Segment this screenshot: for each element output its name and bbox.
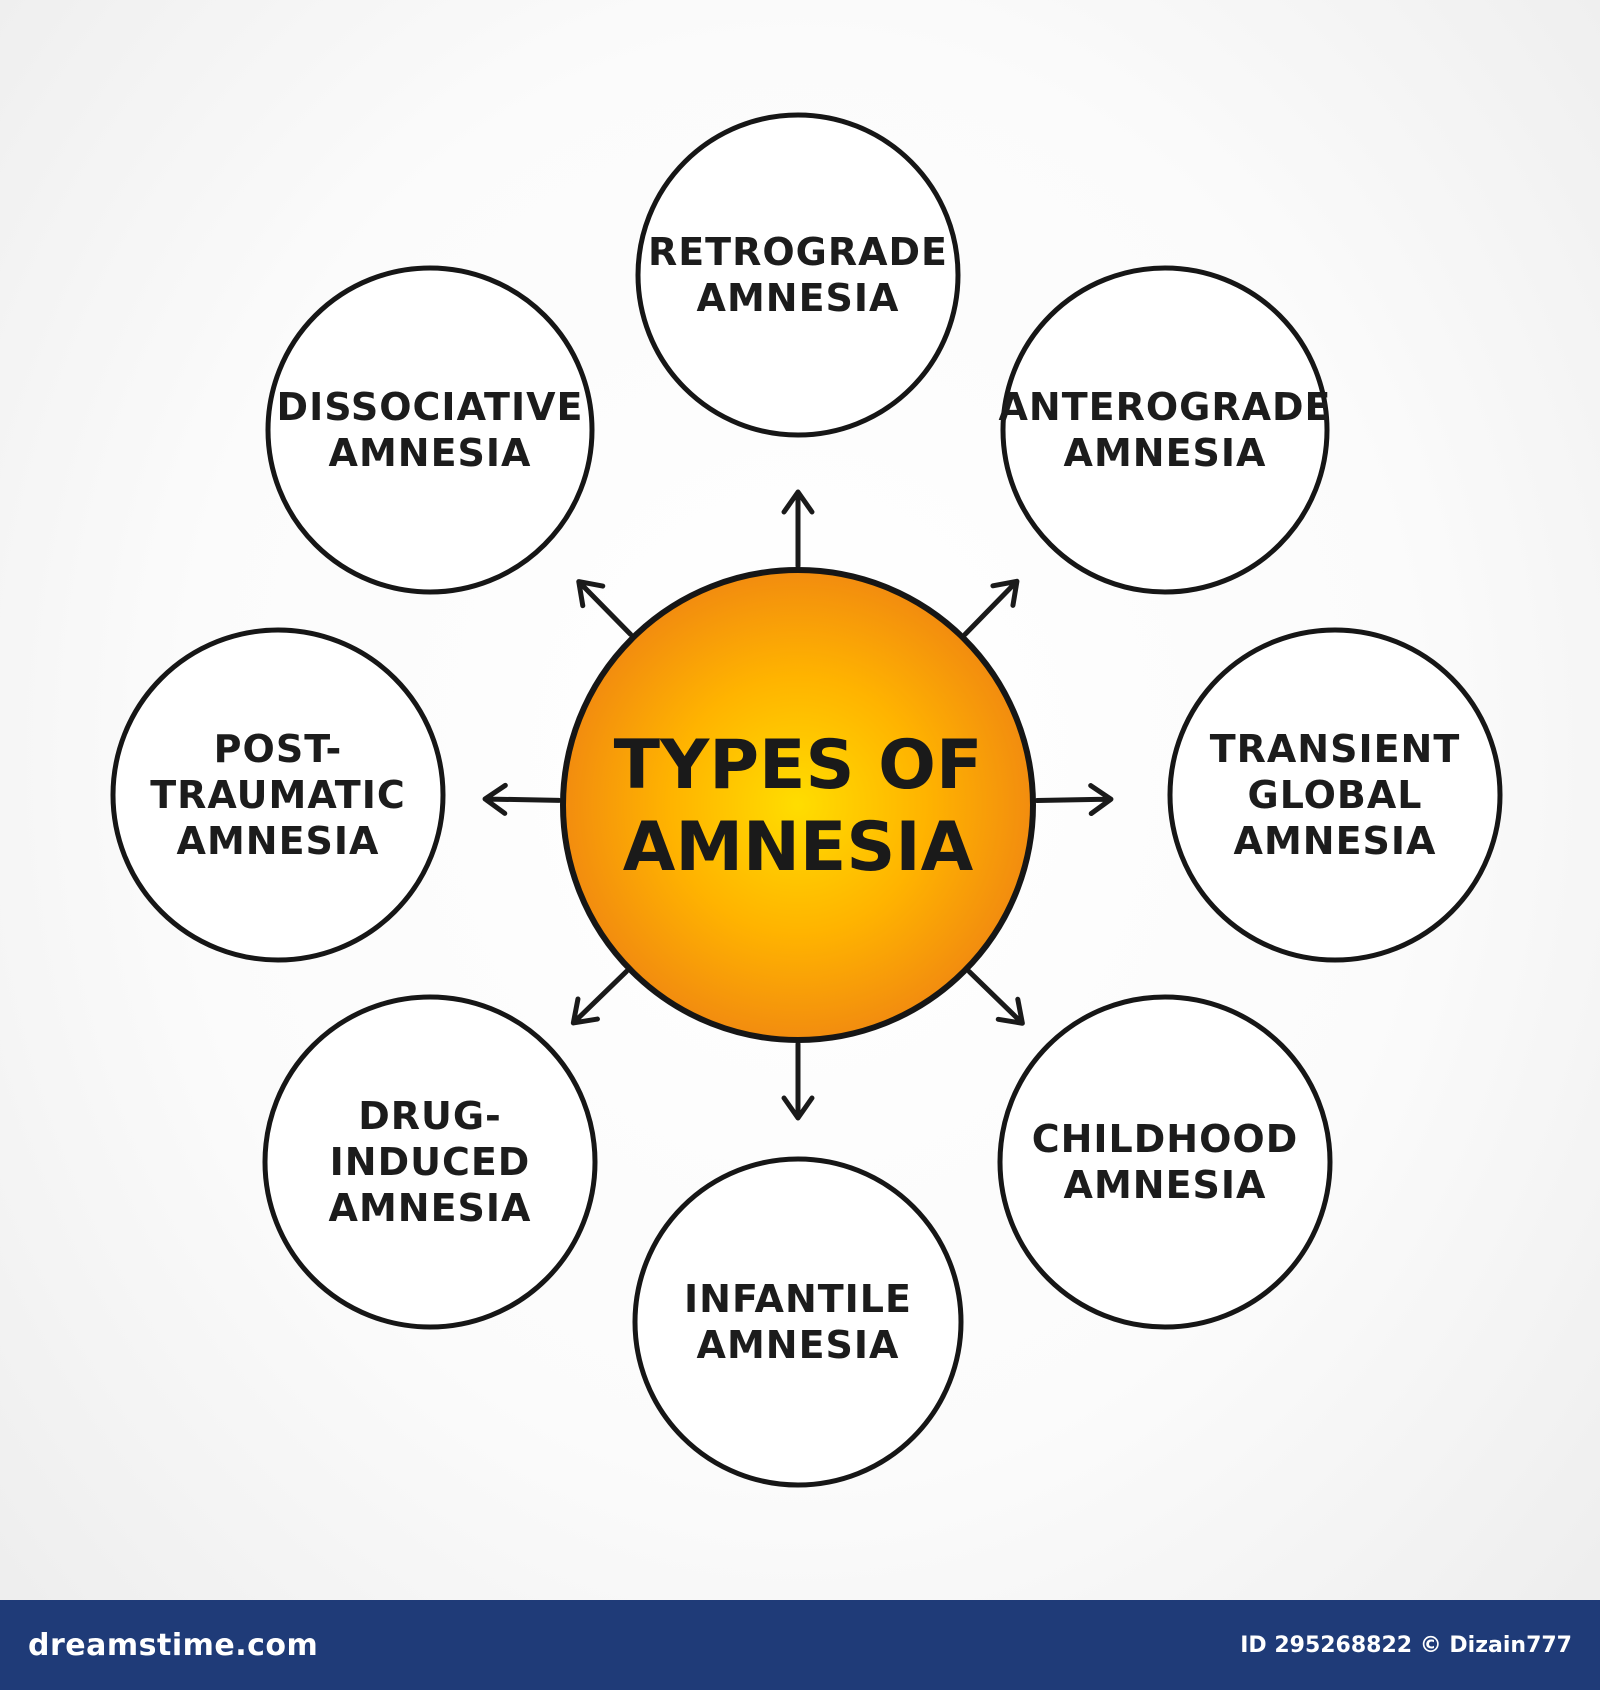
node-infantile-label-line-2: AMNESIA [697, 1323, 900, 1367]
node-drug-induced-circle [262, 994, 598, 1330]
node-anterograde-circle [1000, 265, 1330, 595]
center-node: TYPES OF AMNESIA [560, 567, 1036, 1043]
node-retrograde-label-line-1: RETROGRADE [648, 230, 948, 274]
node-transient-global-label-line-1: TRANSIENT [1210, 727, 1461, 771]
node-childhood-label-line-2: AMNESIA [1064, 1163, 1267, 1207]
center-line-1: TYPES OF [614, 726, 983, 805]
node-post-traumatic-label-line-2: TRAUMATIC [150, 773, 406, 817]
node-anterograde-label-line-1: ANTEROGRADE [998, 385, 1331, 429]
mind-map-diagram: RETROGRADEAMNESIAANTEROGRADEAMNESIATRANS… [110, 112, 1503, 1488]
footer-site-name: dreamstime.com [28, 1627, 319, 1663]
arrows [482, 489, 1114, 1121]
node-dissociative-label-line-2: AMNESIA [329, 431, 532, 475]
node-infantile-circle [632, 1156, 964, 1488]
node-dissociative-label-line-1: DISSOCIATIVE [277, 385, 584, 429]
arrow-to-post-traumatic [482, 782, 562, 816]
node-infantile-label-line-1: INFANTILE [684, 1277, 912, 1321]
node-drug-induced-label-line-1: DRUG- [358, 1094, 502, 1138]
arrow-to-dissociative [576, 579, 634, 637]
arrow-to-childhood [966, 969, 1025, 1026]
node-retrograde-circle [635, 112, 961, 438]
footer-bar: dreamstime.com ID 295268822 © Dizain777 [0, 1600, 1600, 1690]
node-retrograde-label-line-2: AMNESIA [697, 276, 900, 320]
node-drug-induced-label-line-3: AMNESIA [329, 1186, 532, 1230]
arrow-to-drug-induced [570, 968, 629, 1026]
node-anterograde-label-line-2: AMNESIA [1064, 431, 1267, 475]
arrow-to-anterograde [962, 578, 1020, 637]
node-transient-global-label-line-3: AMNESIA [1234, 819, 1437, 863]
node-childhood-circle [997, 994, 1333, 1330]
center-circle [560, 567, 1036, 1043]
arrow-to-infantile [781, 1041, 815, 1121]
outer-nodes: RETROGRADEAMNESIAANTEROGRADEAMNESIATRANS… [110, 112, 1503, 1488]
node-childhood-label-line-1: CHILDHOOD [1032, 1117, 1299, 1161]
node-post-traumatic-label-line-1: POST- [214, 727, 343, 771]
node-transient-global-label-line-2: GLOBAL [1248, 773, 1423, 817]
arrow-to-transient-global [1034, 783, 1114, 817]
node-post-traumatic-label-line-3: AMNESIA [177, 819, 380, 863]
arrow-to-retrograde [781, 489, 815, 569]
node-dissociative-circle [265, 265, 595, 595]
footer-image-credit: ID 295268822 © Dizain777 [1240, 1632, 1572, 1658]
node-post-traumatic-circle [110, 627, 446, 963]
center-line-2: AMNESIA [623, 808, 974, 887]
node-transient-global-circle [1167, 627, 1503, 963]
node-drug-induced-label-line-2: INDUCED [330, 1140, 531, 1184]
